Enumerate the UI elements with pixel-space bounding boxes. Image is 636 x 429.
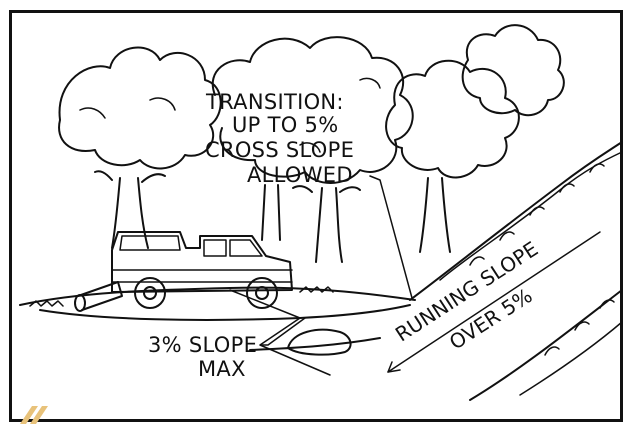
transition-label-line-3: CROSS SLOPE bbox=[205, 140, 354, 161]
rock-icon bbox=[288, 330, 351, 355]
chevron-icon bbox=[18, 400, 54, 426]
embankment-upper bbox=[410, 142, 622, 300]
tree-canopy-left bbox=[59, 48, 221, 169]
pickup-truck-icon bbox=[112, 232, 292, 308]
transition-label-line-2: UP TO 5% bbox=[232, 115, 338, 136]
tree-canopy-right bbox=[386, 61, 519, 178]
slope-label-line-1: 3% SLOPE bbox=[148, 335, 257, 356]
transition-label-line-1: TRANSITION: bbox=[206, 92, 344, 113]
slope-label-line-2: MAX bbox=[198, 359, 246, 380]
transition-label-line-4: ALLOWED bbox=[247, 165, 353, 186]
log-icon bbox=[75, 282, 122, 311]
